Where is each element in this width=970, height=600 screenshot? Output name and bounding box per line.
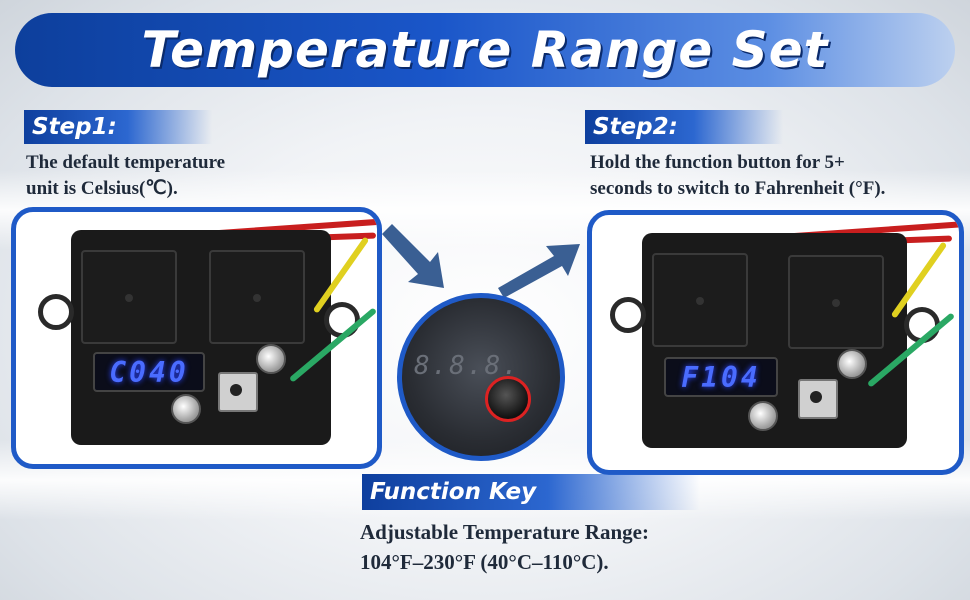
display-reading: C040 — [109, 355, 189, 389]
relay — [652, 253, 748, 347]
relay — [209, 250, 305, 344]
function-key-label: Function Key — [370, 479, 537, 505]
step1-tag: Step1: — [24, 110, 212, 144]
capacitor — [171, 394, 201, 424]
capacitor — [837, 349, 867, 379]
step2-tag: Step2: — [585, 110, 783, 144]
step2-line1: Hold the function button for 5+ — [590, 152, 845, 173]
step1-label: Step1: — [32, 114, 117, 140]
title-banner: Temperature Range Set — [15, 13, 955, 87]
arrow-up-icon — [498, 244, 580, 298]
function-key-zoom: 8.8.8. — [397, 293, 565, 461]
mount-hole — [38, 294, 74, 330]
step1-line1: The default temperature — [26, 152, 226, 173]
function-key-tag: Function Key — [362, 474, 700, 510]
capacitor — [748, 401, 778, 431]
step2-photo: F104 — [587, 210, 964, 475]
function-key-highlight — [485, 376, 531, 422]
function-button — [218, 372, 258, 412]
page-title: Temperature Range Set — [141, 21, 829, 79]
capacitor — [256, 344, 286, 374]
function-button — [798, 379, 838, 419]
relay — [81, 250, 177, 344]
range-description: Adjustable Temperature Range: 104°F–230°… — [360, 517, 649, 577]
step2-description: Hold the function button for 5+ seconds … — [590, 150, 885, 202]
display-reading: F104 — [681, 360, 761, 394]
led-display: F104 — [664, 357, 778, 397]
step1-photo: C040 — [11, 207, 382, 469]
arrow-down-icon — [382, 224, 444, 288]
relay — [788, 255, 884, 349]
range-line2: 104°F–230°F (40°C–110°C). — [360, 550, 609, 574]
led-display: C040 — [93, 352, 205, 392]
mount-hole — [610, 297, 646, 333]
step2-line2: seconds to switch to Fahrenheit (°F). — [590, 178, 886, 199]
step1-description: The default temperature unit is Celsius(… — [26, 150, 225, 202]
step1-line2: unit is Celsius(℃). — [26, 178, 178, 199]
range-line1: Adjustable Temperature Range: — [360, 520, 649, 544]
step2-label: Step2: — [593, 114, 678, 140]
